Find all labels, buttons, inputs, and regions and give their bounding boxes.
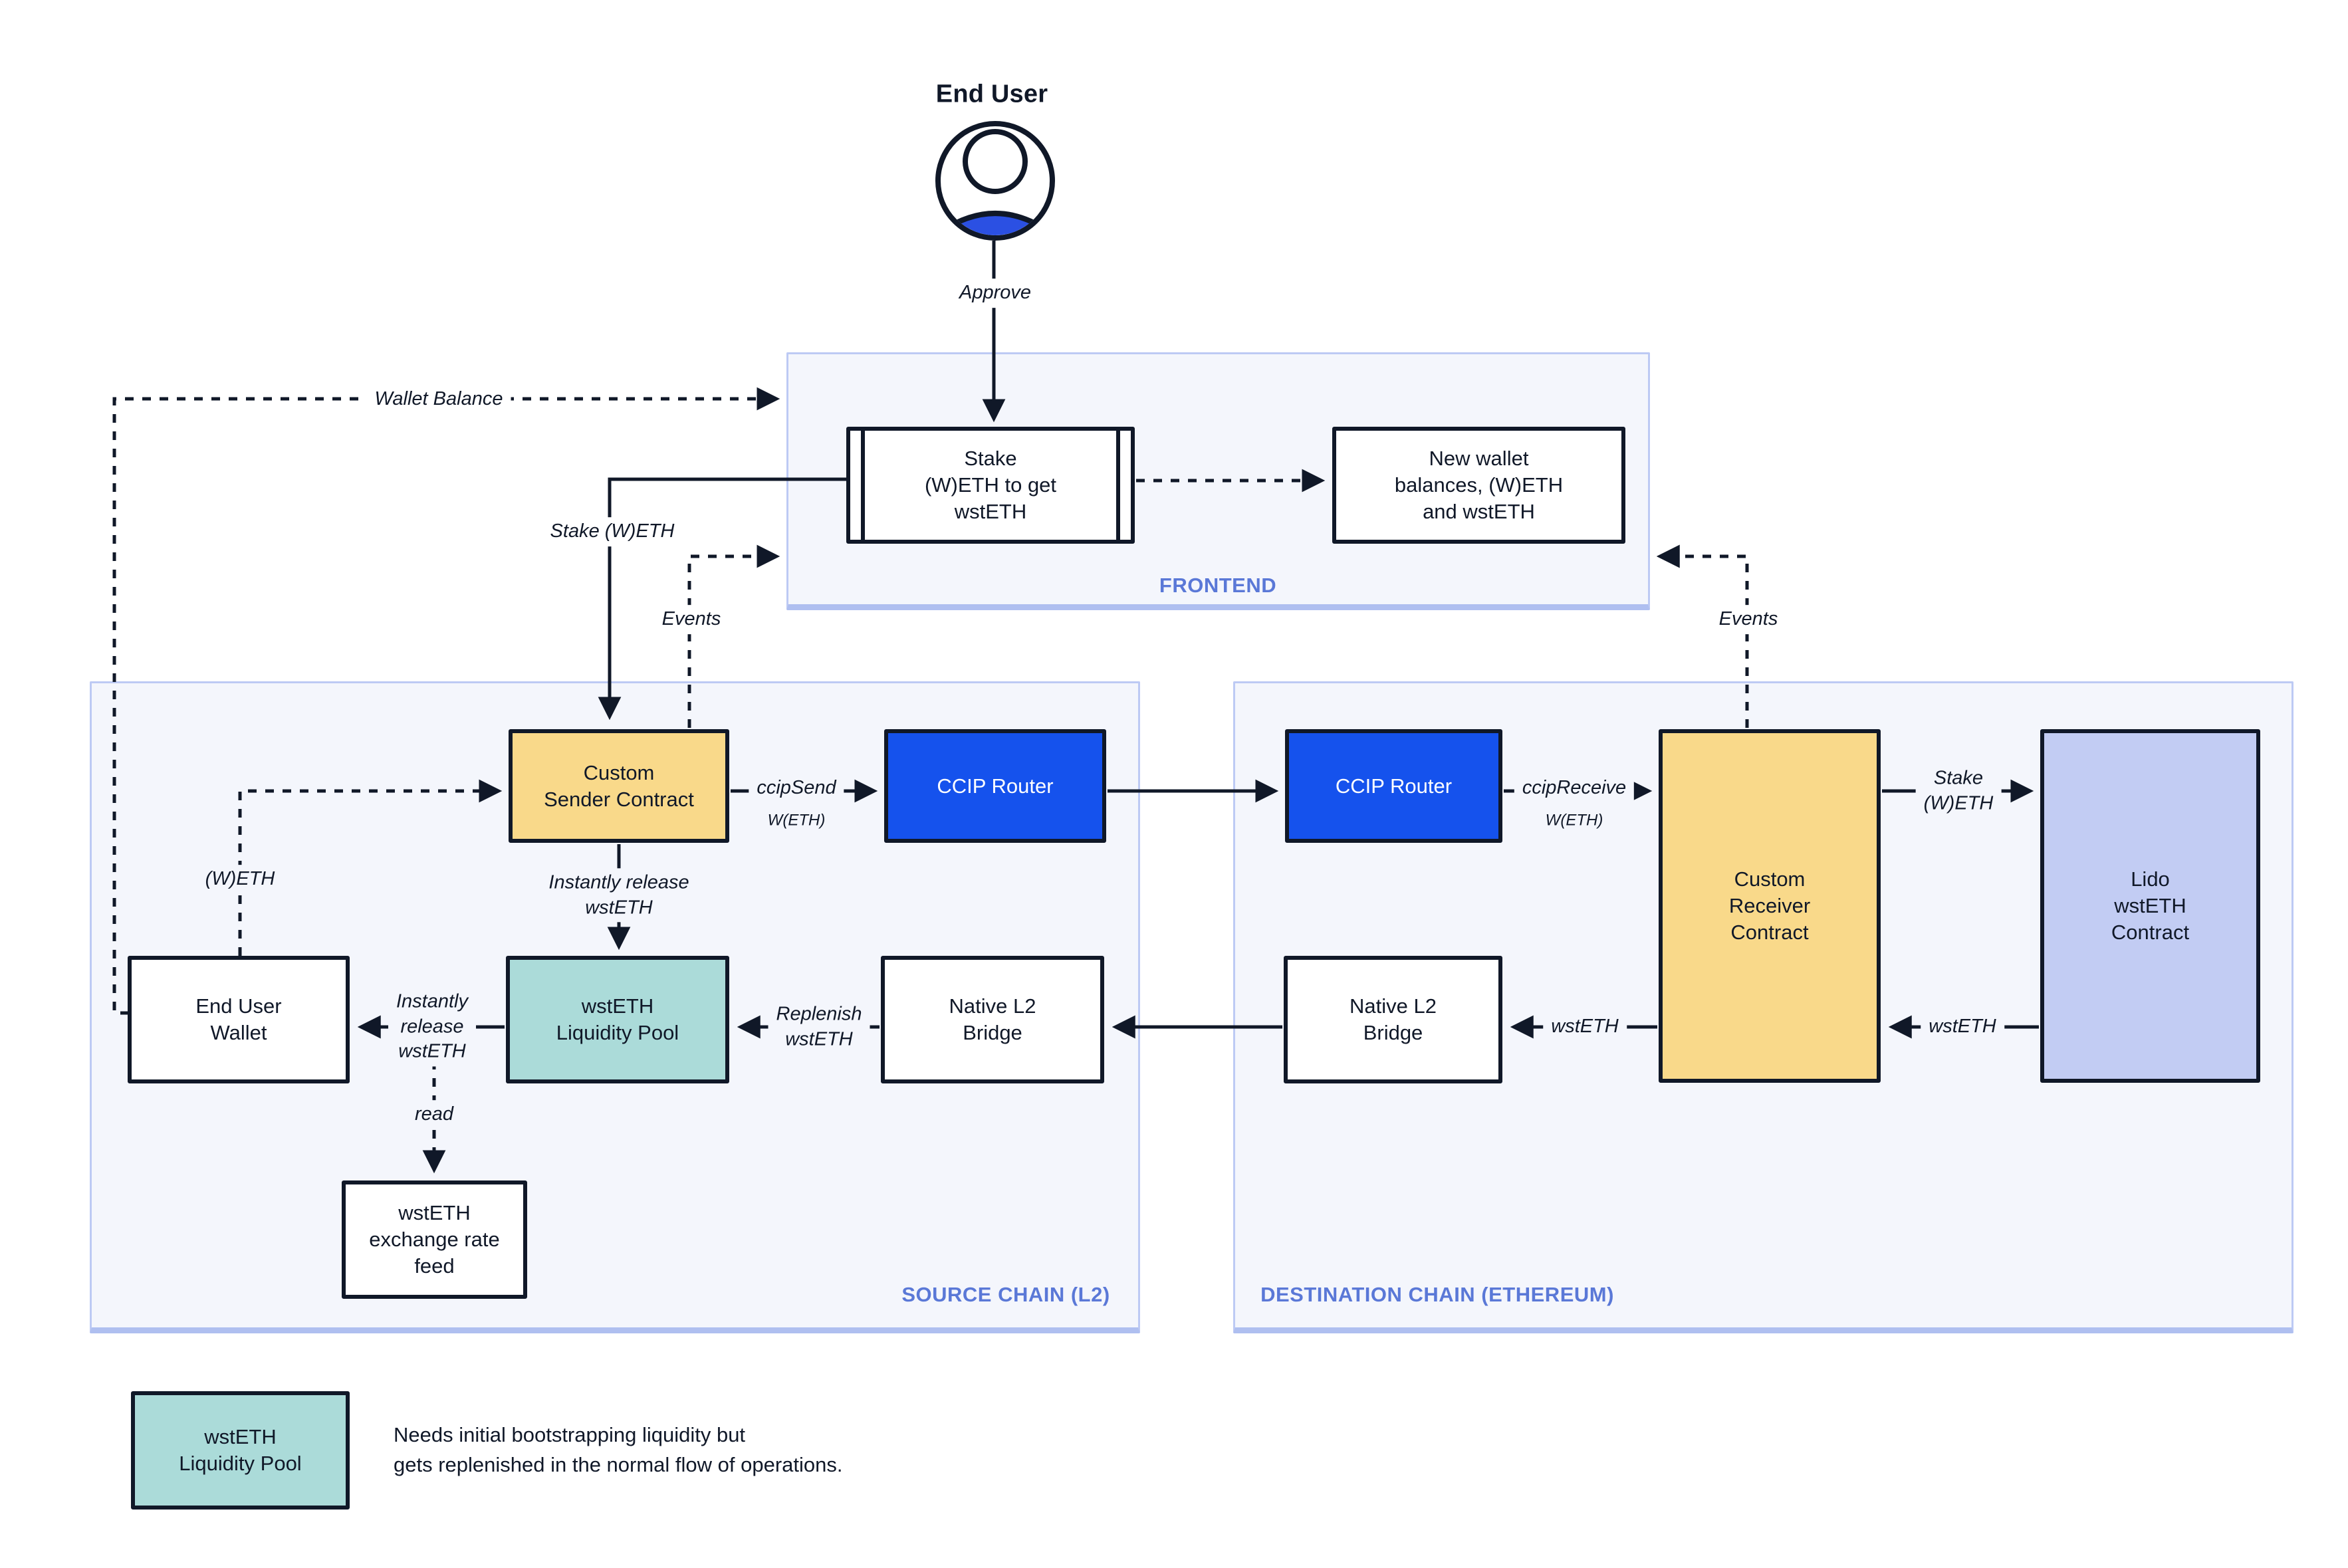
ccip-send-label: ccipSend: [749, 774, 844, 803]
events-left-label: Events: [653, 605, 729, 634]
read-label: read: [406, 1100, 462, 1129]
native-l2-bridge-source: Native L2 Bridge: [881, 956, 1104, 1083]
frontend-label: FRONTEND: [1159, 574, 1277, 597]
end-user-title: End User: [935, 80, 1048, 108]
native-l2-bridge-destination: Native L2 Bridge: [1284, 956, 1502, 1083]
approve-label: Approve: [951, 279, 1040, 308]
destination-chain-label: DESTINATION CHAIN (ETHEREUM): [1260, 1283, 1614, 1306]
ccip-receive-label: ccipReceive: [1514, 774, 1635, 803]
edge-weth-wallet-to-sender: [238, 779, 503, 956]
instantly-release-left-label: Instantly release wstETH: [388, 987, 476, 1067]
events-right-label: Events: [1710, 605, 1786, 634]
custom-sender-contract: Custom Sender Contract: [509, 729, 729, 843]
edge-events-left: [687, 544, 780, 728]
wallet-balance-label: Wallet Balance: [366, 385, 511, 414]
activation-bar-left: [861, 431, 865, 540]
ccip-router-source: CCIP Router: [884, 729, 1106, 843]
activation-bar-right: [1116, 431, 1120, 540]
replenish-label: Replenish wstETH: [768, 1000, 870, 1054]
wsteth-receiver-bridge-label: wstETH: [1543, 1012, 1627, 1042]
edge-stake-weth: [598, 477, 846, 721]
edge-events-right: [1656, 544, 1749, 728]
new-wallet-box: New wallet balances, (W)ETH and wstETH: [1332, 427, 1625, 544]
wsteth-liquidity-pool: wstETH Liquidity Pool: [506, 956, 729, 1083]
legend-note: Needs initial bootstrapping liquidity bu…: [394, 1423, 843, 1476]
stake-weth-label: Stake (W)ETH: [542, 517, 683, 546]
instantly-release-mid-label: Instantly release wstETH: [540, 868, 697, 923]
edge-wallet-balance: [112, 387, 780, 1015]
lido-wsteth-contract: Lido wstETH Contract: [2040, 729, 2260, 1083]
end-user-wallet: End User Wallet: [128, 956, 350, 1083]
ccip-receive-asset-label: W(ETH): [1540, 809, 1609, 832]
stake-weth-right-label: Stake (W)ETH: [1915, 764, 2002, 818]
wsteth-exchange-rate-feed: wstETH exchange rate feed: [342, 1180, 527, 1299]
wsteth-lido-receiver-label: wstETH: [1921, 1012, 2004, 1042]
source-chain-label: SOURCE CHAIN (L2): [901, 1283, 1110, 1306]
ccip-router-destination: CCIP Router: [1285, 729, 1502, 843]
stake-box-label: Stake (W)ETH to get wstETH: [924, 447, 1057, 523]
custom-receiver-contract: Custom Receiver Contract: [1659, 729, 1881, 1083]
weth-label: (W)ETH: [197, 865, 283, 894]
ccip-send-asset-label: W(ETH): [762, 809, 831, 832]
legend-swatch: wstETH Liquidity Pool: [131, 1391, 350, 1510]
stake-box: Stake (W)ETH to get wstETH: [846, 427, 1135, 544]
